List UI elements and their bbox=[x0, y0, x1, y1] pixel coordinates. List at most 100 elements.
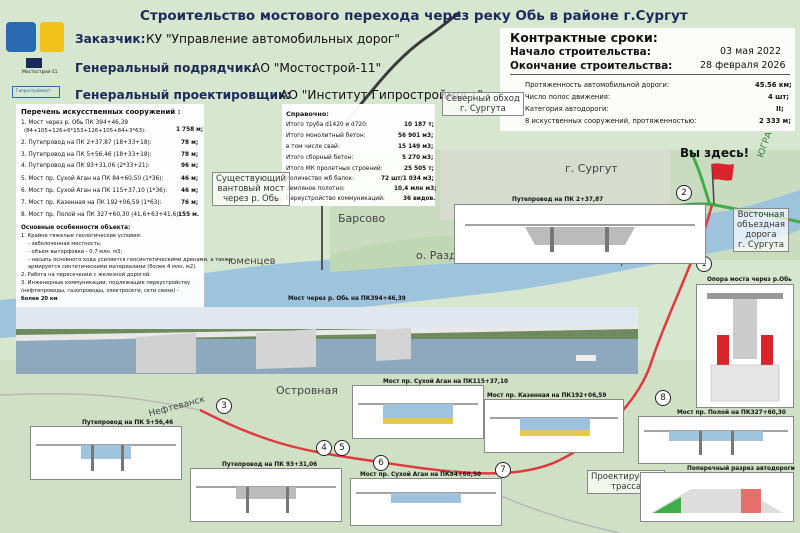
map-label-yumentsev: юменцев bbox=[228, 256, 276, 267]
structure-item-value: 1 758 м; bbox=[176, 127, 204, 133]
bridge-5-drawing bbox=[350, 478, 502, 526]
reference-row-value: 5 270 м3; bbox=[402, 155, 434, 161]
contract-row-label: Протяженность автомобильной дороги: bbox=[525, 81, 670, 89]
main-bridge-caption: Мост через р. Обь на ПК394+46,39 bbox=[288, 296, 406, 302]
route-marker[interactable]: 4 bbox=[316, 440, 332, 456]
bridge-5-caption: Мост пр. Сухой Аган на ПК84+60,50 bbox=[360, 472, 482, 478]
reference-row-value: 10 187 т; bbox=[404, 122, 434, 128]
structures-title: Перечень искусственных сооружений : bbox=[21, 108, 181, 116]
cross-section-caption: Поперечный разрез автодороги bbox=[687, 466, 795, 472]
structure-item-value: 78 м; bbox=[181, 140, 199, 146]
reference-row-label: Итого МК пролетных строений: bbox=[286, 166, 383, 172]
feature-line: армируется синтетическими материалами (б… bbox=[28, 264, 197, 270]
contract-panel bbox=[500, 28, 795, 131]
feature-line: 2. Работа на пересечении с железной доро… bbox=[21, 272, 151, 278]
pier-drawing bbox=[696, 284, 794, 408]
structure-item-extra: (84+105+126+6*153+126+105+84+3*63): bbox=[24, 128, 146, 134]
structure-item-value: 96 м; bbox=[181, 163, 199, 169]
you-are-here-label: Вы здесь! bbox=[680, 146, 750, 160]
contractor-value: АО "Мостострой-11" bbox=[252, 61, 382, 75]
bridge-6-drawing bbox=[352, 385, 484, 439]
structure-item: 1. Мост через р. Обь ПК 394+46,39 bbox=[21, 120, 129, 126]
structure-item: 4. Путепровод на ПК 93+31,06 (2*33+21): bbox=[21, 163, 150, 169]
overpass-2-drawing bbox=[454, 204, 706, 264]
designer-value: АО "Институт Гипростроймост" bbox=[280, 88, 483, 102]
feature-line: - насыпь основного хода усиляется геосин… bbox=[28, 257, 233, 263]
structure-item-value: 46 м; bbox=[181, 176, 199, 182]
page-title: Строительство мостового перехода через р… bbox=[140, 8, 688, 24]
map-label-existing-bridge: Существующий вантовый мост через р. Обь bbox=[212, 172, 291, 206]
reference-row-label: Итого сборный бетон: bbox=[286, 155, 354, 161]
route-marker[interactable]: 2 bbox=[676, 185, 692, 201]
structure-item-value: 155 м. bbox=[178, 212, 200, 218]
map-label-surgut: г. Сургут bbox=[565, 162, 618, 175]
feature-line: 1. Крайне тяжелые геологические условия: bbox=[21, 233, 142, 239]
reference-row-value: 56 901 м3; bbox=[398, 133, 434, 139]
reference-panel bbox=[282, 104, 435, 206]
route-marker[interactable]: 3 bbox=[216, 398, 232, 414]
customer-label: Заказчик: bbox=[75, 32, 146, 46]
reference-row-label: Переустройство коммуникаций: bbox=[286, 196, 385, 202]
giprostroymost-logo bbox=[12, 86, 60, 98]
reference-row-label: в том числе свай: bbox=[286, 144, 340, 150]
reference-row-value: 10,4 млн м3; bbox=[394, 186, 437, 192]
route-marker[interactable]: 7 bbox=[495, 462, 511, 478]
route-marker[interactable]: 5 bbox=[334, 440, 350, 456]
bridge-8-drawing bbox=[638, 416, 794, 464]
bridge-6-caption: Мост пр. Сухой Аган на ПК115+37,10 bbox=[383, 379, 509, 385]
mostostroy-logo-text: Мостострой-11 bbox=[22, 70, 58, 75]
features-title: Основные особенности объекта: bbox=[21, 225, 131, 231]
mostostroy-logo bbox=[26, 58, 42, 68]
reference-row-label: Итого труба d1420 и d720: bbox=[286, 122, 368, 128]
contract-row-value: 4 шт; bbox=[768, 93, 789, 101]
overpass-4-drawing bbox=[190, 468, 342, 522]
map-label-north-bypass: Северный обход г. Сургута bbox=[442, 92, 524, 116]
feature-line: - заболоченная местность; bbox=[28, 241, 102, 247]
reference-row-label: Земляное полотно: bbox=[286, 186, 345, 192]
customer-value: КУ "Управление автомобильных дорог" bbox=[146, 32, 400, 46]
map-label-ostrovnaya: Островная bbox=[276, 384, 338, 397]
contract-end-label: Окончание строительства: bbox=[510, 60, 673, 72]
bridge-7-drawing bbox=[484, 399, 624, 453]
route-marker[interactable]: 8 bbox=[655, 390, 671, 406]
coat-of-arms-logo bbox=[6, 22, 36, 52]
map-label-east-bypass: Восточная объездная дорога г. Сургута bbox=[733, 208, 789, 252]
reference-row-value: 25 505 т; bbox=[404, 166, 434, 172]
feature-line: (нефтепроводы, газопроводы, электросети,… bbox=[21, 288, 179, 294]
feature-line: - объем выторфовки - 0,7 млн. м3; bbox=[28, 249, 123, 255]
overpass-4-caption: Путепровод на ПК 93+31,06 bbox=[222, 462, 318, 468]
route-marker[interactable]: 6 bbox=[373, 455, 389, 471]
feature-line: 3. Инженерные коммуникации, подлежащие п… bbox=[21, 280, 191, 286]
designer-label: Генеральный проектировщик: bbox=[75, 88, 292, 102]
structure-item-value: 46 м; bbox=[181, 188, 199, 194]
structure-item: 7. Мост пр. Казенная на ПК 192+06,59 (1*… bbox=[21, 200, 162, 206]
contractor-label: Генеральный подрядчик: bbox=[75, 61, 257, 75]
structure-item: 5. Мост пр. Сухой Аган на ПК 84+60,50 (1… bbox=[21, 176, 164, 182]
structure-item: 3. Путепровод на ПК 5+56,46 (18+33+18): bbox=[21, 152, 152, 158]
contract-row-value: II; bbox=[776, 105, 784, 113]
city-emblem-logo bbox=[40, 22, 64, 52]
main-bridge-render bbox=[16, 307, 638, 374]
contract-row-label: Число полос движения: bbox=[525, 93, 611, 101]
contract-divider bbox=[510, 74, 790, 75]
structure-item: 2. Путепровод на ПК 2+37,87 (18+33+18): bbox=[21, 140, 152, 146]
giprostroymost-logo-text: Гипростроймост bbox=[16, 88, 51, 93]
contract-start-value: 03 мая 2022 bbox=[720, 46, 782, 57]
reference-row-label: Количество жб балок: bbox=[286, 176, 354, 182]
structure-item: 6. Мост пр. Сухой Аган на ПК 115+37,10 (… bbox=[21, 188, 168, 194]
contract-row-value: 2 333 м; bbox=[759, 117, 791, 125]
contract-row-label: 8 искуственных сооружений, протяженность… bbox=[525, 117, 697, 125]
feature-line: более 20 км bbox=[21, 296, 58, 302]
structures-panel bbox=[16, 104, 204, 310]
structure-item-value: 78 м; bbox=[181, 152, 199, 158]
contract-row-label: Категория автодороги: bbox=[525, 105, 609, 113]
structure-item: 8. Мост пр. Полой на ПК 327+60,30 (41,6+… bbox=[21, 212, 181, 218]
pier-caption: Опора моста через р.Обь bbox=[707, 277, 792, 283]
overpass-3-caption: Путепровод на ПК 5+56,46 bbox=[82, 420, 174, 426]
reference-row-value: 36 видов. bbox=[403, 196, 436, 202]
structure-item-value: 76 м; bbox=[181, 200, 199, 206]
bridge-7-caption: Мост пр. Казенная на ПК192+06,59 bbox=[487, 393, 607, 399]
overpass-2-caption: Путепровод на ПК 2+37,87 bbox=[512, 197, 604, 203]
reference-row-value: 72 шт/1 034 м3; bbox=[381, 176, 434, 182]
contract-row-value: 45.56 км; bbox=[755, 81, 792, 89]
